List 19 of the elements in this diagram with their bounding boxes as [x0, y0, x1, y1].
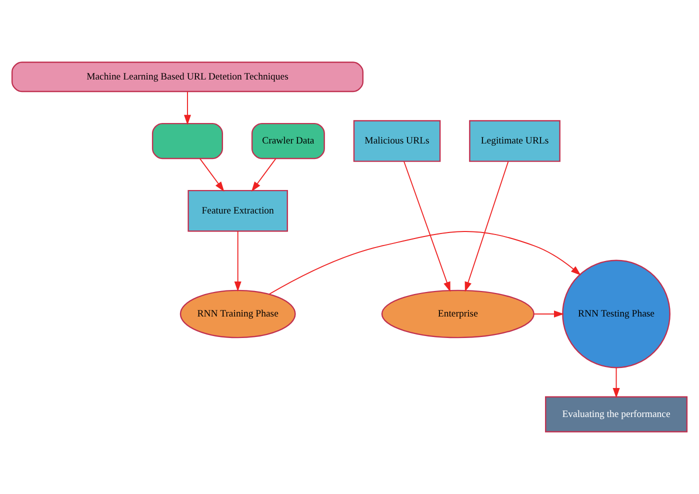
- node-ellipse: RNN Training Phase: [180, 290, 296, 338]
- node-box: Machine Learning Based URL Detetion Techniques: [11, 62, 364, 92]
- node-circle: RNN Testing Phase: [562, 260, 670, 368]
- arrow: [612, 367, 620, 398]
- node-box: [152, 122, 224, 160]
- arrow: [199, 158, 224, 192]
- node-box: Evaluating the performance: [545, 396, 688, 432]
- arrow: [268, 231, 581, 295]
- node-box: Feature Extraction: [188, 190, 288, 232]
- arrow: [534, 310, 564, 318]
- arrow: [184, 91, 192, 125]
- arrow: [251, 158, 276, 192]
- arrow: [404, 161, 450, 292]
- node-ellipse: Enterprise: [381, 290, 534, 338]
- node-box: Legitimate URLs: [469, 120, 560, 162]
- arrow: [234, 230, 242, 292]
- node-box: Crawler Data: [251, 122, 325, 160]
- node-box: Malicious URLs: [353, 120, 441, 162]
- arrow: [464, 161, 509, 292]
